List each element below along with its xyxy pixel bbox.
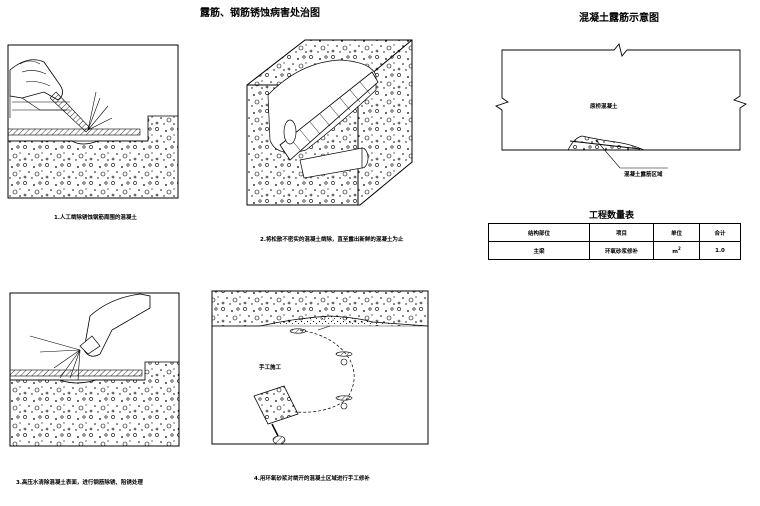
- schematic-title: 混凝土露筋示意图: [579, 13, 659, 24]
- step2-caption: 2.将松散不密实的混凝土凿除，直至露出新鲜的混凝土为止: [260, 237, 404, 243]
- step3-caption: 3.高压水清除混凝土表面，进行钢筋除锈、阻锈处理: [16, 480, 143, 486]
- unit-text: m: [672, 248, 678, 255]
- quantity-table: 结构部位 项目 单位 合计 主梁 环氧砂浆修补 m2 1.0: [488, 223, 741, 260]
- unit-superscript: 2: [677, 246, 681, 252]
- table-header-cell: 项目: [589, 223, 654, 242]
- exposed-area-label: 混凝土露筋区域: [624, 172, 663, 178]
- table-header-cell: 合计: [699, 223, 741, 242]
- step4-drawing: [211, 290, 429, 445]
- step1-drawing: [7, 44, 179, 199]
- table-row: 主梁 环氧砂浆修补 m2 1.0: [488, 241, 741, 260]
- table-cell: 主梁: [488, 241, 590, 260]
- step2-drawing: [246, 39, 413, 206]
- table-header-cell: 结构部位: [488, 223, 590, 242]
- table-title: 工程数量表: [589, 211, 635, 221]
- schematic-drawing: [494, 43, 748, 169]
- step4-label: 手工施工: [259, 365, 282, 371]
- table-cell-unit: m2: [653, 241, 700, 260]
- table-cell: 环氧砂浆修补: [589, 241, 654, 260]
- step4-caption: 4.用环氧砂浆对凿开的混凝土区域进行手工修补: [254, 476, 370, 482]
- table-header-row: 结构部位 项目 单位 合计: [488, 223, 741, 242]
- table-cell: 1.0: [699, 241, 741, 260]
- step1-caption: 1.人工凿除锈蚀钢筋周围的混凝土: [54, 215, 137, 221]
- table-header-cell: 单位: [653, 223, 700, 242]
- concrete-label: 原桥混凝土: [590, 104, 618, 110]
- step3-drawing: [9, 292, 180, 447]
- main-title: 露筋、钢筋锈蚀病害处治图: [200, 8, 320, 19]
